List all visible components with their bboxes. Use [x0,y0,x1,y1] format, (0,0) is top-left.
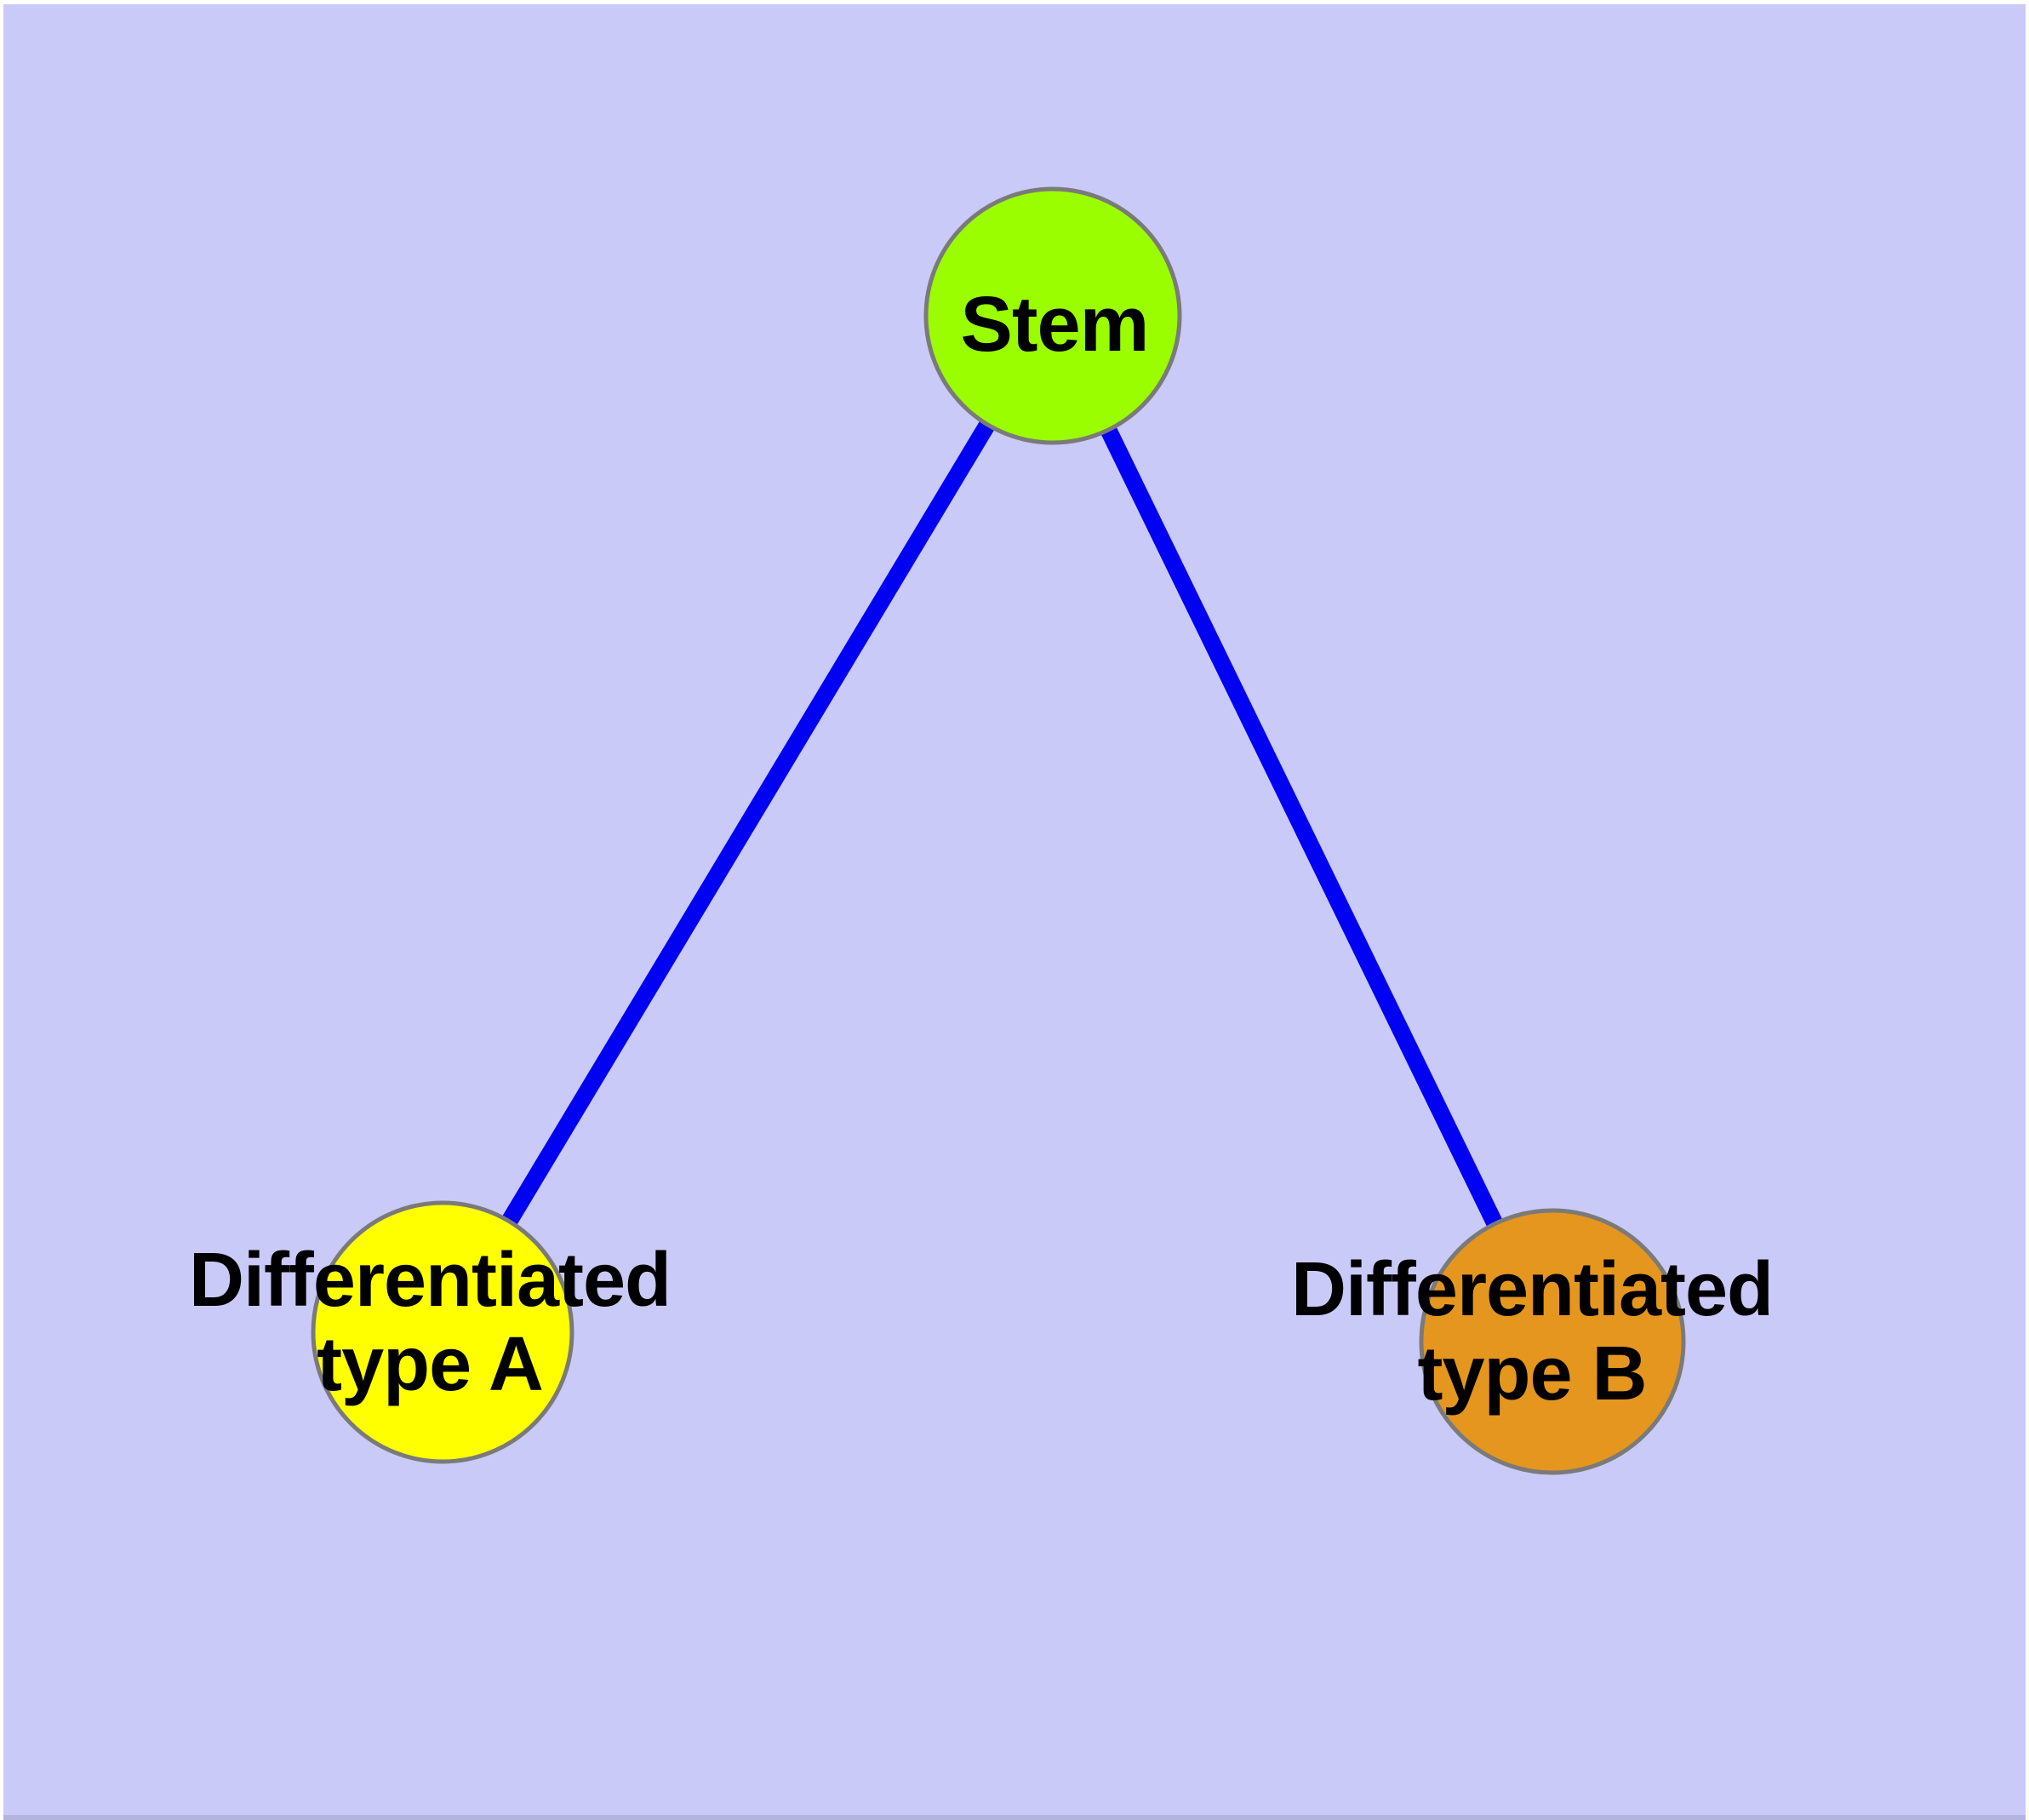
node-type-b-label-line1: Differentiated [1291,1247,1773,1332]
edge-stem-to-type-a [435,311,1060,1337]
plot-bottom-strip [3,1815,2026,1820]
edge-stem-to-type-b [1045,312,1560,1346]
node-type-a-label-line1: Differentiated [189,1238,671,1323]
node-type-b-label-line2: type B [1417,1331,1646,1417]
node-stem-label: Stem [961,281,1149,368]
node-stem [923,186,1182,445]
node-type-a-label-line2: type A [317,1322,543,1407]
node-differentiated-type-a [311,1200,574,1464]
node-differentiated-type-b [1419,1208,1686,1475]
